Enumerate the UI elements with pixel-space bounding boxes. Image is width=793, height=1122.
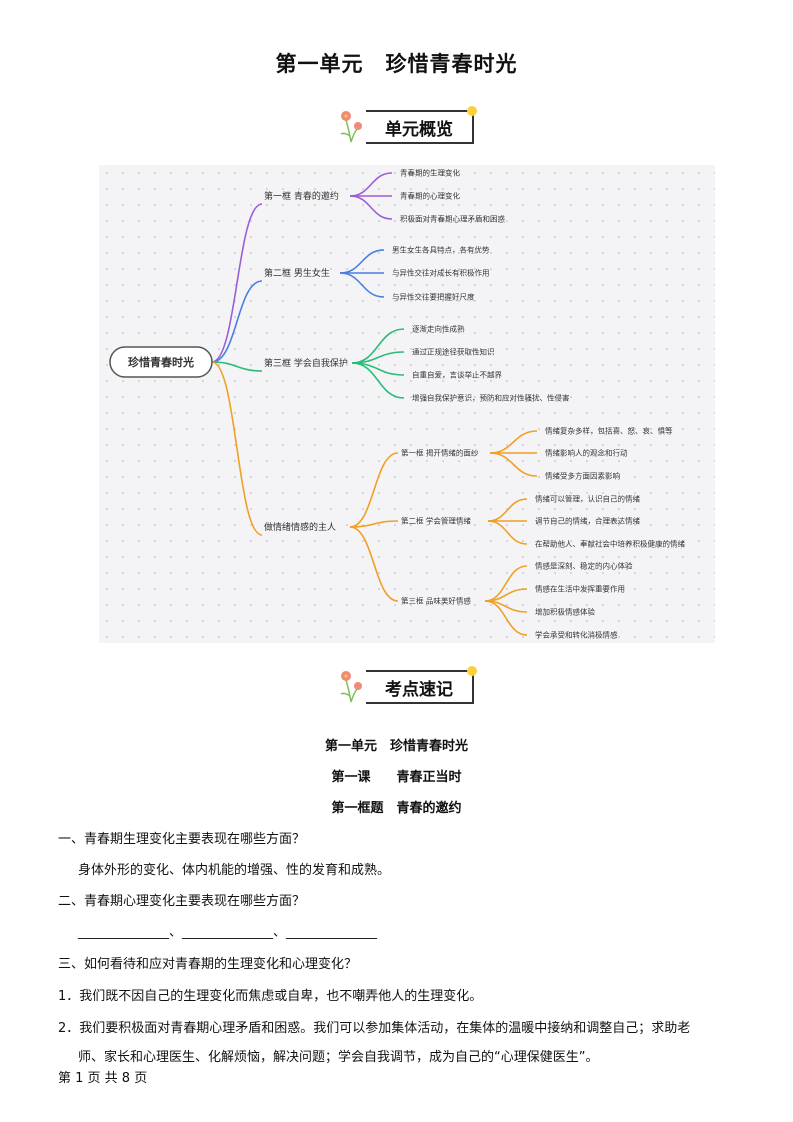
leaf-label: 逐渐走向性成熟	[412, 324, 465, 334]
question-1: 一、青春期生理变化主要表现在哪些方面？	[58, 832, 306, 847]
flower-icon	[340, 671, 362, 703]
leaf-label: 情绪受多方面因素影响	[545, 471, 620, 481]
flower-icon	[340, 111, 362, 143]
leaf-connector	[487, 498, 528, 522]
leaf-label: 情绪影响人的观念和行动	[545, 448, 628, 458]
sub-branch-label: 第三框 品味美好情感	[401, 596, 471, 606]
section-banner-overview: 单元概览	[336, 104, 481, 146]
branch-connector	[211, 203, 263, 363]
page-title: 第一单元 珍惜青春时光	[275, 52, 518, 76]
leaf-label: 与异性交往要把握好尺度	[392, 292, 475, 302]
leaf-connector	[484, 600, 528, 636]
lesson-heading: 第一课 青春正当时	[331, 770, 462, 785]
point-2: 2．我们要积极面对青春期心理矛盾和困惑。我们可以参加集体活动，在集体的温暖中接纳…	[58, 1021, 691, 1036]
sub-branch-label: 第二框 学会管理情绪	[401, 516, 471, 526]
root-node	[109, 346, 213, 378]
leaf-label: 自重自爱，言谈举止不越界	[412, 370, 502, 380]
leaf-label: 青春期的生理变化	[400, 168, 460, 178]
topic-heading: 第一框题 青春的邀约	[331, 801, 462, 816]
banner-label: 单元概览	[366, 110, 474, 144]
answer-1: 身体外形的变化、体内机能的增强、性的发育和成熟。	[78, 863, 391, 878]
leaf-label: 与异性交往对成长有积极作用	[392, 268, 490, 278]
leaf-connector	[349, 195, 393, 220]
section-banner-keypoints: 考点速记	[336, 664, 481, 706]
question-3: 三、如何看待和应对青春期的生理变化和心理变化？	[58, 957, 358, 972]
point-2-cont: 师、家长和心理医生、化解烦恼，解决问题；学会自我调节，成为自己的“心理保健医生”…	[78, 1050, 599, 1065]
leaf-connector	[339, 249, 385, 274]
mind-map: 第一框 青春的邀约青春期的生理变化青春期的心理变化积极面对青春期心理矛盾和困惑第…	[99, 165, 715, 643]
branch-label: 第二框 男生女生	[264, 267, 330, 279]
yellow-dot-icon	[467, 106, 477, 116]
question-2: 二、青春期心理变化主要表现在哪些方面？	[58, 894, 306, 909]
leaf-label: 情感在生活中发挥重要作用	[535, 584, 625, 594]
sub-connector	[349, 452, 399, 528]
leaf-connector	[489, 430, 538, 454]
page-footer: 第 1 页 共 8 页	[58, 1071, 148, 1086]
branch-connector	[211, 361, 263, 536]
leaf-label: 增强自我保护意识，预防和应对性骚扰、性侵害	[412, 393, 570, 403]
leaf-connector	[489, 452, 538, 477]
leaf-label: 调节自己的情绪，合理表达情绪	[535, 516, 640, 526]
leaf-label: 情绪复杂多样，包括喜、怒、哀、惧等	[545, 426, 673, 436]
mind-map-svg: 第一框 青春的邀约青春期的生理变化青春期的心理变化积极面对青春期心理矛盾和困惑第…	[109, 168, 685, 640]
branch-connector	[211, 361, 263, 372]
leaf-connector	[339, 272, 385, 298]
leaf-label: 情绪可以管理，认识自己的情绪	[535, 494, 640, 504]
answer-2-blanks: ______________、______________、__________…	[78, 925, 377, 940]
banner-label: 考点速记	[366, 670, 474, 704]
leaf-label: 男生女生各具特点，各有优势	[392, 245, 490, 255]
leaf-label: 在帮助他人、奉献社会中培养积极健康的情绪	[535, 539, 685, 549]
leaf-label: 学会承受和转化消极情感	[535, 630, 618, 640]
leaf-label: 增加积极情感体验	[535, 607, 595, 617]
leaf-label: 通过正规途径获取性知识	[412, 347, 495, 357]
leaf-connector	[487, 520, 528, 545]
leaf-connector	[349, 172, 393, 197]
sub-branch-label: 第一框 揭开情绪的面纱	[401, 448, 479, 458]
branch-connector	[211, 280, 263, 363]
branch-label: 做情绪情感的主人	[264, 521, 336, 533]
branch-label: 第一框 青春的邀约	[264, 190, 339, 202]
leaf-label: 青春期的心理变化	[400, 191, 460, 201]
unit-heading: 第一单元 珍惜青春时光	[324, 739, 468, 754]
point-1: 1．我们既不因自己的生理变化而焦虑或自卑，也不嘲弄他人的生理变化。	[58, 989, 483, 1004]
sub-connector	[349, 526, 399, 602]
branch-label: 第三框 学会自我保护	[264, 357, 348, 369]
leaf-label: 积极面对青春期心理矛盾和困惑	[400, 214, 505, 224]
leaf-connector	[351, 362, 405, 399]
sub-connector	[349, 520, 399, 528]
yellow-dot-icon	[467, 666, 477, 676]
root-label: 珍惜青春时光	[128, 355, 194, 369]
leaf-label: 情感是深刻、稳定的内心体验	[535, 561, 633, 571]
